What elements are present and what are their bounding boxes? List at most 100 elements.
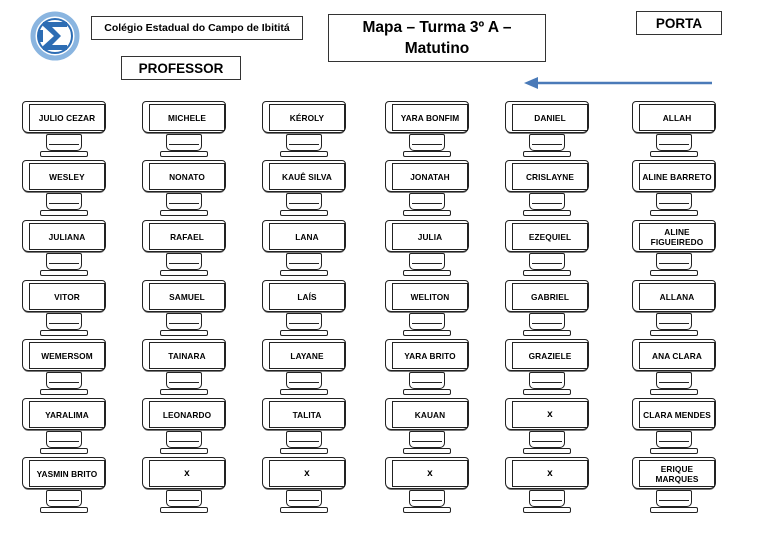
student-desk: x bbox=[383, 457, 471, 513]
student-desk: YASMIN BRITO bbox=[20, 457, 108, 513]
student-desk: YARA BONFIM bbox=[383, 101, 471, 157]
desk-table: ALINE FIGUEIREDO bbox=[632, 220, 716, 252]
chair-base bbox=[280, 448, 328, 454]
desk-table: WESLEY bbox=[22, 160, 106, 192]
chair-base bbox=[40, 270, 88, 276]
chair-icon bbox=[409, 313, 445, 330]
desk-table: GRAZIELE bbox=[505, 339, 589, 371]
chair-icon bbox=[286, 193, 322, 210]
chair-icon bbox=[529, 313, 565, 330]
student-desk: LAÍS bbox=[260, 280, 348, 336]
chair-base bbox=[40, 448, 88, 454]
chair-base bbox=[523, 507, 571, 513]
chair-icon bbox=[46, 134, 82, 151]
chair-base bbox=[40, 151, 88, 157]
desk-table: ALLANA bbox=[632, 280, 716, 312]
student-name: ERIQUE MARQUES bbox=[639, 460, 715, 487]
desk-table: YARALIMA bbox=[22, 398, 106, 430]
chair-base bbox=[523, 389, 571, 395]
student-name: JULIANA bbox=[29, 223, 105, 250]
student-name: TAINARA bbox=[149, 342, 225, 369]
student-name: JULIO CEZAR bbox=[29, 104, 105, 131]
chair-base bbox=[523, 151, 571, 157]
student-desk: JULIANA bbox=[20, 220, 108, 276]
chair-base bbox=[650, 330, 698, 336]
student-desk: RAFAEL bbox=[140, 220, 228, 276]
chair-base bbox=[40, 507, 88, 513]
chair-base bbox=[40, 210, 88, 216]
chair-icon bbox=[656, 490, 692, 507]
chair-icon bbox=[656, 372, 692, 389]
chair-base bbox=[280, 151, 328, 157]
chair-base bbox=[280, 389, 328, 395]
student-name: ALLANA bbox=[639, 283, 715, 310]
student-name: x bbox=[512, 401, 588, 428]
chair-icon bbox=[46, 313, 82, 330]
chair-base bbox=[160, 151, 208, 157]
student-desk: TAINARA bbox=[140, 339, 228, 395]
chair-icon bbox=[409, 193, 445, 210]
student-name: JONATAH bbox=[392, 163, 468, 190]
student-desk: ALINE BARRETO bbox=[630, 160, 718, 216]
student-name: TALITA bbox=[269, 401, 345, 428]
student-name: CRISLAYNE bbox=[512, 163, 588, 190]
student-desk: CRISLAYNE bbox=[503, 160, 591, 216]
student-name: WEMERSOM bbox=[29, 342, 105, 369]
student-name: DANIEL bbox=[512, 104, 588, 131]
student-desk: KÉROLY bbox=[260, 101, 348, 157]
chair-icon bbox=[286, 313, 322, 330]
student-name: YARA BRITO bbox=[392, 342, 468, 369]
student-name: ALINE FIGUEIREDO bbox=[639, 223, 715, 250]
student-name: SAMUEL bbox=[149, 283, 225, 310]
desk-table: TALITA bbox=[262, 398, 346, 430]
desk-table: MICHELE bbox=[142, 101, 226, 133]
student-desk: GRAZIELE bbox=[503, 339, 591, 395]
student-desk: WELITON bbox=[383, 280, 471, 336]
chair-base bbox=[160, 507, 208, 513]
chair-base bbox=[280, 270, 328, 276]
chair-base bbox=[160, 270, 208, 276]
chair-base bbox=[650, 448, 698, 454]
chair-base bbox=[650, 151, 698, 157]
chair-icon bbox=[166, 134, 202, 151]
chair-icon bbox=[286, 431, 322, 448]
chair-icon bbox=[529, 372, 565, 389]
chair-icon bbox=[166, 193, 202, 210]
chair-base bbox=[280, 330, 328, 336]
chair-icon bbox=[529, 134, 565, 151]
student-name: RAFAEL bbox=[149, 223, 225, 250]
desk-table: CLARA MENDES bbox=[632, 398, 716, 430]
chair-base bbox=[403, 507, 451, 513]
student-desk: ANA CLARA bbox=[630, 339, 718, 395]
student-desk: ALLAH bbox=[630, 101, 718, 157]
chair-base bbox=[403, 330, 451, 336]
student-name: LAÍS bbox=[269, 283, 345, 310]
chair-base bbox=[160, 389, 208, 395]
student-desk: YARA BRITO bbox=[383, 339, 471, 395]
student-name: ANA CLARA bbox=[639, 342, 715, 369]
chair-icon bbox=[166, 372, 202, 389]
chair-base bbox=[403, 448, 451, 454]
desk-table: LANA bbox=[262, 220, 346, 252]
desk-table: ALINE BARRETO bbox=[632, 160, 716, 192]
student-desk: GABRIEL bbox=[503, 280, 591, 336]
door-label: PORTA bbox=[636, 11, 722, 35]
chair-icon bbox=[166, 253, 202, 270]
student-desk: ERIQUE MARQUES bbox=[630, 457, 718, 513]
desk-table: KAUAN bbox=[385, 398, 469, 430]
student-desk: VITOR bbox=[20, 280, 108, 336]
student-name: ALLAH bbox=[639, 104, 715, 131]
chair-icon bbox=[46, 253, 82, 270]
student-name: LANA bbox=[269, 223, 345, 250]
student-desk: CLARA MENDES bbox=[630, 398, 718, 454]
student-desk: JONATAH bbox=[383, 160, 471, 216]
chair-icon bbox=[166, 431, 202, 448]
student-desk: x bbox=[503, 398, 591, 454]
school-name: Colégio Estadual do Campo de Ibititá bbox=[91, 16, 303, 40]
desk-table: x bbox=[142, 457, 226, 489]
desk-table: JULIANA bbox=[22, 220, 106, 252]
desk-table: KÉROLY bbox=[262, 101, 346, 133]
chair-base bbox=[403, 270, 451, 276]
student-name: KAUÊ SILVA bbox=[269, 163, 345, 190]
student-desk: ALINE FIGUEIREDO bbox=[630, 220, 718, 276]
